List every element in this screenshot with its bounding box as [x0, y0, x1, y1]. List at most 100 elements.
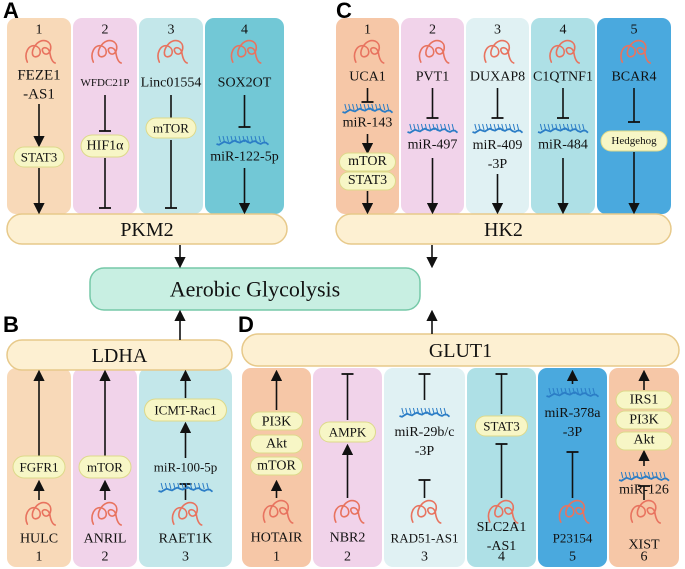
- lncrna-label-line: HOTAIR: [251, 531, 303, 546]
- panel-d-column-number: 4: [498, 550, 505, 565]
- panel-d-column-number-line: 1: [273, 550, 280, 565]
- lncrna-label-line: XIST: [628, 538, 660, 553]
- lncRNA-curl-icon: [157, 39, 189, 64]
- ldha-target-label: LDHA: [92, 345, 148, 367]
- mir-tick: [474, 123, 477, 131]
- lncRNA-curl-icon: [25, 39, 57, 64]
- pathway-oval: [12, 455, 66, 479]
- mir-tick: [489, 123, 493, 131]
- lncrna-label-line: PVT1: [416, 70, 449, 85]
- mir-tick: [173, 482, 176, 490]
- mir-tick: [559, 123, 562, 131]
- mirna-label: miR-409-3P: [473, 138, 523, 172]
- mir-strand-path: [618, 475, 670, 482]
- mir-tick: [552, 387, 555, 395]
- mirna-label-line: miR-29b/c: [395, 425, 455, 440]
- mir-tick: [578, 123, 581, 131]
- mir-tick: [367, 103, 370, 111]
- pathway-label-line: AMPK: [329, 425, 367, 440]
- panel-c-column-number: 2: [429, 23, 436, 38]
- mir-tick: [447, 123, 451, 131]
- pathway-oval: [600, 130, 668, 152]
- miRNA-strand-icon: [546, 387, 600, 398]
- lncrna-label: P23154: [553, 531, 593, 546]
- miRNA-strand-icon: [472, 123, 524, 134]
- miRNA-strand-icon: [618, 471, 670, 482]
- mir-tick: [584, 387, 587, 395]
- lncRNA-curl-icon: [25, 501, 57, 526]
- mir-tick: [424, 407, 427, 415]
- lnc-curl-path: [157, 39, 189, 64]
- mir-tick: [643, 471, 647, 479]
- mir-tick: [378, 103, 382, 111]
- mir-tick: [582, 123, 585, 131]
- mir-strand-path: [399, 411, 451, 418]
- mir-tick: [164, 482, 168, 490]
- mir-tick: [230, 135, 233, 143]
- panel-a-column-number-line: 2: [102, 23, 109, 38]
- mir-strand-path: [546, 391, 600, 398]
- mir-tick: [620, 471, 624, 479]
- mir-tick: [640, 471, 643, 479]
- lncrna-label-line: ANRIL: [84, 532, 127, 547]
- lncRNA-curl-icon: [620, 39, 652, 64]
- pathway-label-line: mTOR: [87, 460, 123, 475]
- pathway-label-line: PI3K: [629, 413, 659, 428]
- pkm2-target-label-line: PKM2: [120, 219, 173, 241]
- mir-strand-path: [472, 127, 524, 134]
- mir-tick: [497, 123, 500, 131]
- mir-tick: [226, 135, 229, 143]
- lnc-curl-path: [25, 501, 57, 526]
- mir-tick: [262, 135, 265, 143]
- lnc-curl-path: [630, 499, 662, 524]
- lncrna-label: BCAR4: [611, 70, 656, 85]
- lncrna-label: Linc01554: [141, 76, 202, 91]
- miRNA-strand-icon: [342, 103, 394, 114]
- pathway-label: mTOR: [87, 460, 123, 475]
- mir-tick: [352, 103, 355, 111]
- pathway-label-line: ICMT-Rac1: [154, 403, 216, 418]
- mir-tick: [416, 407, 420, 415]
- lncrna-label: C1QTNF1: [533, 70, 593, 85]
- pathway-label: ICMT-Rac1: [154, 403, 216, 418]
- pathway-oval: [615, 410, 673, 430]
- mir-tick: [409, 407, 412, 415]
- pathway-label-line: PI3K: [262, 415, 292, 430]
- mirna-label: miR-378a-3P: [545, 406, 602, 440]
- lncrna-label: SOX2OT: [218, 76, 272, 91]
- panel-d-column-number: 3: [421, 550, 428, 565]
- mirna-label-line: miR-378a: [545, 406, 602, 421]
- mir-tick: [568, 387, 571, 395]
- mir-tick: [250, 135, 253, 143]
- mir-strand-path: [537, 127, 589, 134]
- mir-tick: [222, 135, 225, 143]
- mir-tick: [592, 387, 595, 395]
- mir-tick: [435, 407, 439, 415]
- lnc-curl-path: [353, 39, 385, 64]
- panel-c-column-number: 3: [494, 23, 501, 38]
- miRNA-strand-icon: [399, 407, 451, 418]
- mir-tick: [560, 387, 563, 395]
- mir-strand-path: [158, 486, 214, 493]
- lncrna-label-line: HULC: [20, 532, 58, 547]
- lncrna-label: RAD51-AS1: [391, 531, 459, 546]
- panel-b-column-number-line: 1: [36, 550, 43, 565]
- lncrna-label: HOTAIR: [251, 531, 303, 546]
- panel-d-column-number-line: 2: [344, 550, 351, 565]
- mir-tick: [218, 135, 221, 143]
- mir-tick: [482, 123, 485, 131]
- lncrna-label-line: C1QTNF1: [533, 70, 593, 85]
- panel-b-column-number: 3: [182, 550, 189, 565]
- pathway-label-line: mTOR: [153, 121, 189, 136]
- lnc-curl-path: [558, 499, 590, 524]
- lncrna-label-line: SLC2A1: [477, 520, 527, 535]
- mir-tick: [413, 123, 416, 131]
- mir-tick: [539, 123, 543, 131]
- pathway-oval: [144, 398, 227, 422]
- mir-tick: [576, 387, 579, 395]
- pathway-oval: [78, 455, 132, 479]
- mir-tick: [348, 103, 351, 111]
- mir-tick: [371, 103, 374, 111]
- mirna-label: miR-100-5p: [154, 460, 218, 475]
